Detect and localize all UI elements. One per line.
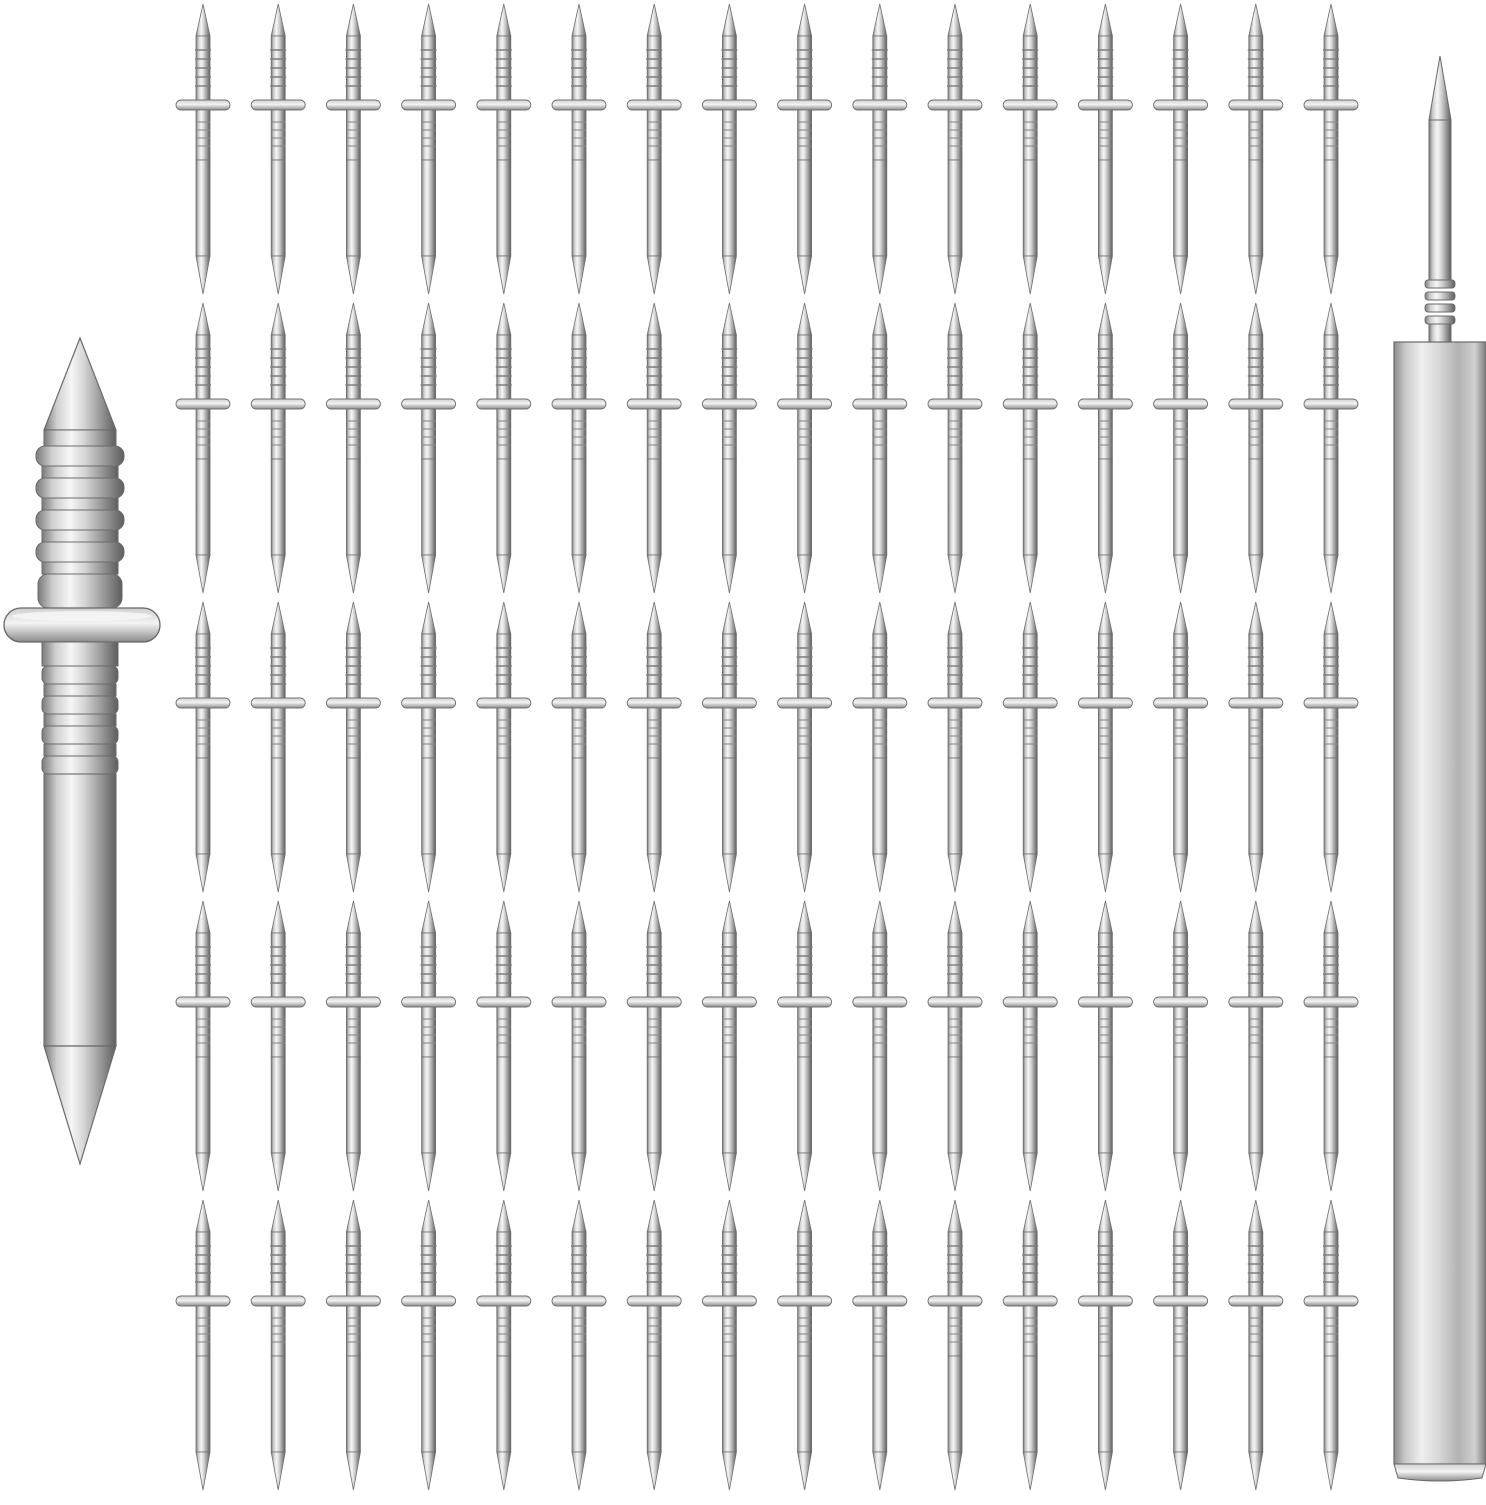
- double-headed-nail-icon: [1077, 3, 1134, 295]
- double-headed-nail-closeup-icon: [3, 336, 161, 1167]
- double-headed-nail-icon: [325, 601, 382, 893]
- double-headed-nail-icon: [701, 601, 758, 893]
- double-headed-nail-icon: [1002, 601, 1058, 893]
- double-headed-nail-icon: [852, 601, 908, 893]
- double-headed-nail-icon: [852, 900, 908, 1192]
- double-headed-nail-icon: [927, 900, 983, 1192]
- double-headed-nail-icon: [400, 900, 457, 1192]
- double-headed-nail-icon: [400, 302, 457, 594]
- double-headed-nail-icon: [626, 302, 682, 594]
- double-headed-nail-icon: [626, 3, 682, 295]
- double-headed-nail-icon: [1152, 3, 1209, 295]
- double-headed-nail-icon: [776, 601, 833, 893]
- double-headed-nail-icon: [852, 302, 908, 594]
- double-headed-nail-icon: [1152, 601, 1209, 893]
- double-headed-nail-icon: [175, 3, 231, 295]
- double-headed-nail-icon: [1152, 1199, 1209, 1491]
- double-headed-nail-icon: [1303, 3, 1359, 295]
- double-headed-nail-icon: [776, 900, 833, 1192]
- double-headed-nail-icon: [551, 1199, 607, 1491]
- double-headed-nail-icon: [1303, 601, 1359, 893]
- double-headed-nail-icon: [250, 302, 306, 594]
- double-headed-nail-icon: [626, 1199, 682, 1491]
- double-headed-nail-icon: [927, 3, 983, 295]
- double-headed-nail-icon: [1228, 900, 1284, 1192]
- nail-grid: [175, 3, 1359, 1491]
- double-headed-nail-icon: [325, 1199, 382, 1491]
- double-headed-nail-icon: [175, 1199, 231, 1491]
- double-headed-nail-icon: [776, 3, 833, 295]
- double-headed-nail-icon: [701, 302, 758, 594]
- double-headed-nail-icon: [1152, 900, 1209, 1192]
- double-headed-nail-icon: [927, 601, 983, 893]
- double-headed-nail-icon: [325, 900, 382, 1192]
- double-headed-nail-icon: [927, 1199, 983, 1491]
- double-headed-nail-icon: [476, 302, 532, 594]
- double-headed-nail-icon: [852, 3, 908, 295]
- double-headed-nail-icon: [1002, 1199, 1058, 1491]
- double-headed-nail-icon: [1077, 601, 1134, 893]
- double-headed-nail-icon: [776, 1199, 833, 1491]
- double-headed-nail-icon: [1303, 1199, 1359, 1491]
- double-headed-nail-icon: [626, 601, 682, 893]
- pointed-rod-tool-icon: [1393, 55, 1486, 1482]
- double-headed-nail-icon: [1002, 302, 1058, 594]
- double-headed-nail-icon: [1077, 1199, 1134, 1491]
- double-headed-nail-icon: [776, 302, 833, 594]
- double-headed-nail-icon: [400, 601, 457, 893]
- double-headed-nail-icon: [551, 302, 607, 594]
- double-headed-nail-icon: [1228, 302, 1284, 594]
- double-headed-nail-icon: [250, 3, 306, 295]
- double-headed-nail-icon: [1002, 900, 1058, 1192]
- double-headed-nail-icon: [626, 900, 682, 1192]
- double-headed-nail-icon: [1303, 900, 1359, 1192]
- double-headed-nail-icon: [250, 601, 306, 893]
- double-headed-nail-icon: [701, 900, 758, 1192]
- double-headed-nail-icon: [325, 302, 382, 594]
- double-headed-nail-icon: [1303, 302, 1359, 594]
- double-headed-nail-icon: [927, 302, 983, 594]
- double-headed-nail-icon: [476, 1199, 532, 1491]
- double-headed-nail-icon: [1077, 900, 1134, 1192]
- double-headed-nail-icon: [1002, 3, 1058, 295]
- double-headed-nail-icon: [701, 3, 758, 295]
- double-headed-nail-icon: [701, 1199, 758, 1491]
- double-headed-nail-icon: [1228, 601, 1284, 893]
- double-headed-nail-icon: [175, 601, 231, 893]
- double-headed-nail-icon: [476, 3, 532, 295]
- double-headed-nail-icon: [551, 601, 607, 893]
- double-headed-nail-icon: [476, 900, 532, 1192]
- double-headed-nail-icon: [175, 900, 231, 1192]
- double-headed-nail-icon: [551, 3, 607, 295]
- double-headed-nail-icon: [400, 1199, 457, 1491]
- double-headed-nail-icon: [852, 1199, 908, 1491]
- double-headed-nail-icon: [1228, 3, 1284, 295]
- double-headed-nail-icon: [175, 302, 231, 594]
- double-headed-nail-icon: [1077, 302, 1134, 594]
- double-headed-nail-icon: [400, 3, 457, 295]
- double-headed-nail-icon: [551, 900, 607, 1192]
- double-headed-nail-icon: [476, 601, 532, 893]
- double-headed-nail-icon: [325, 3, 382, 295]
- double-headed-nail-icon: [250, 900, 306, 1192]
- double-headed-nail-icon: [1152, 302, 1209, 594]
- double-headed-nail-icon: [250, 1199, 306, 1491]
- double-headed-nail-icon: [1228, 1199, 1284, 1491]
